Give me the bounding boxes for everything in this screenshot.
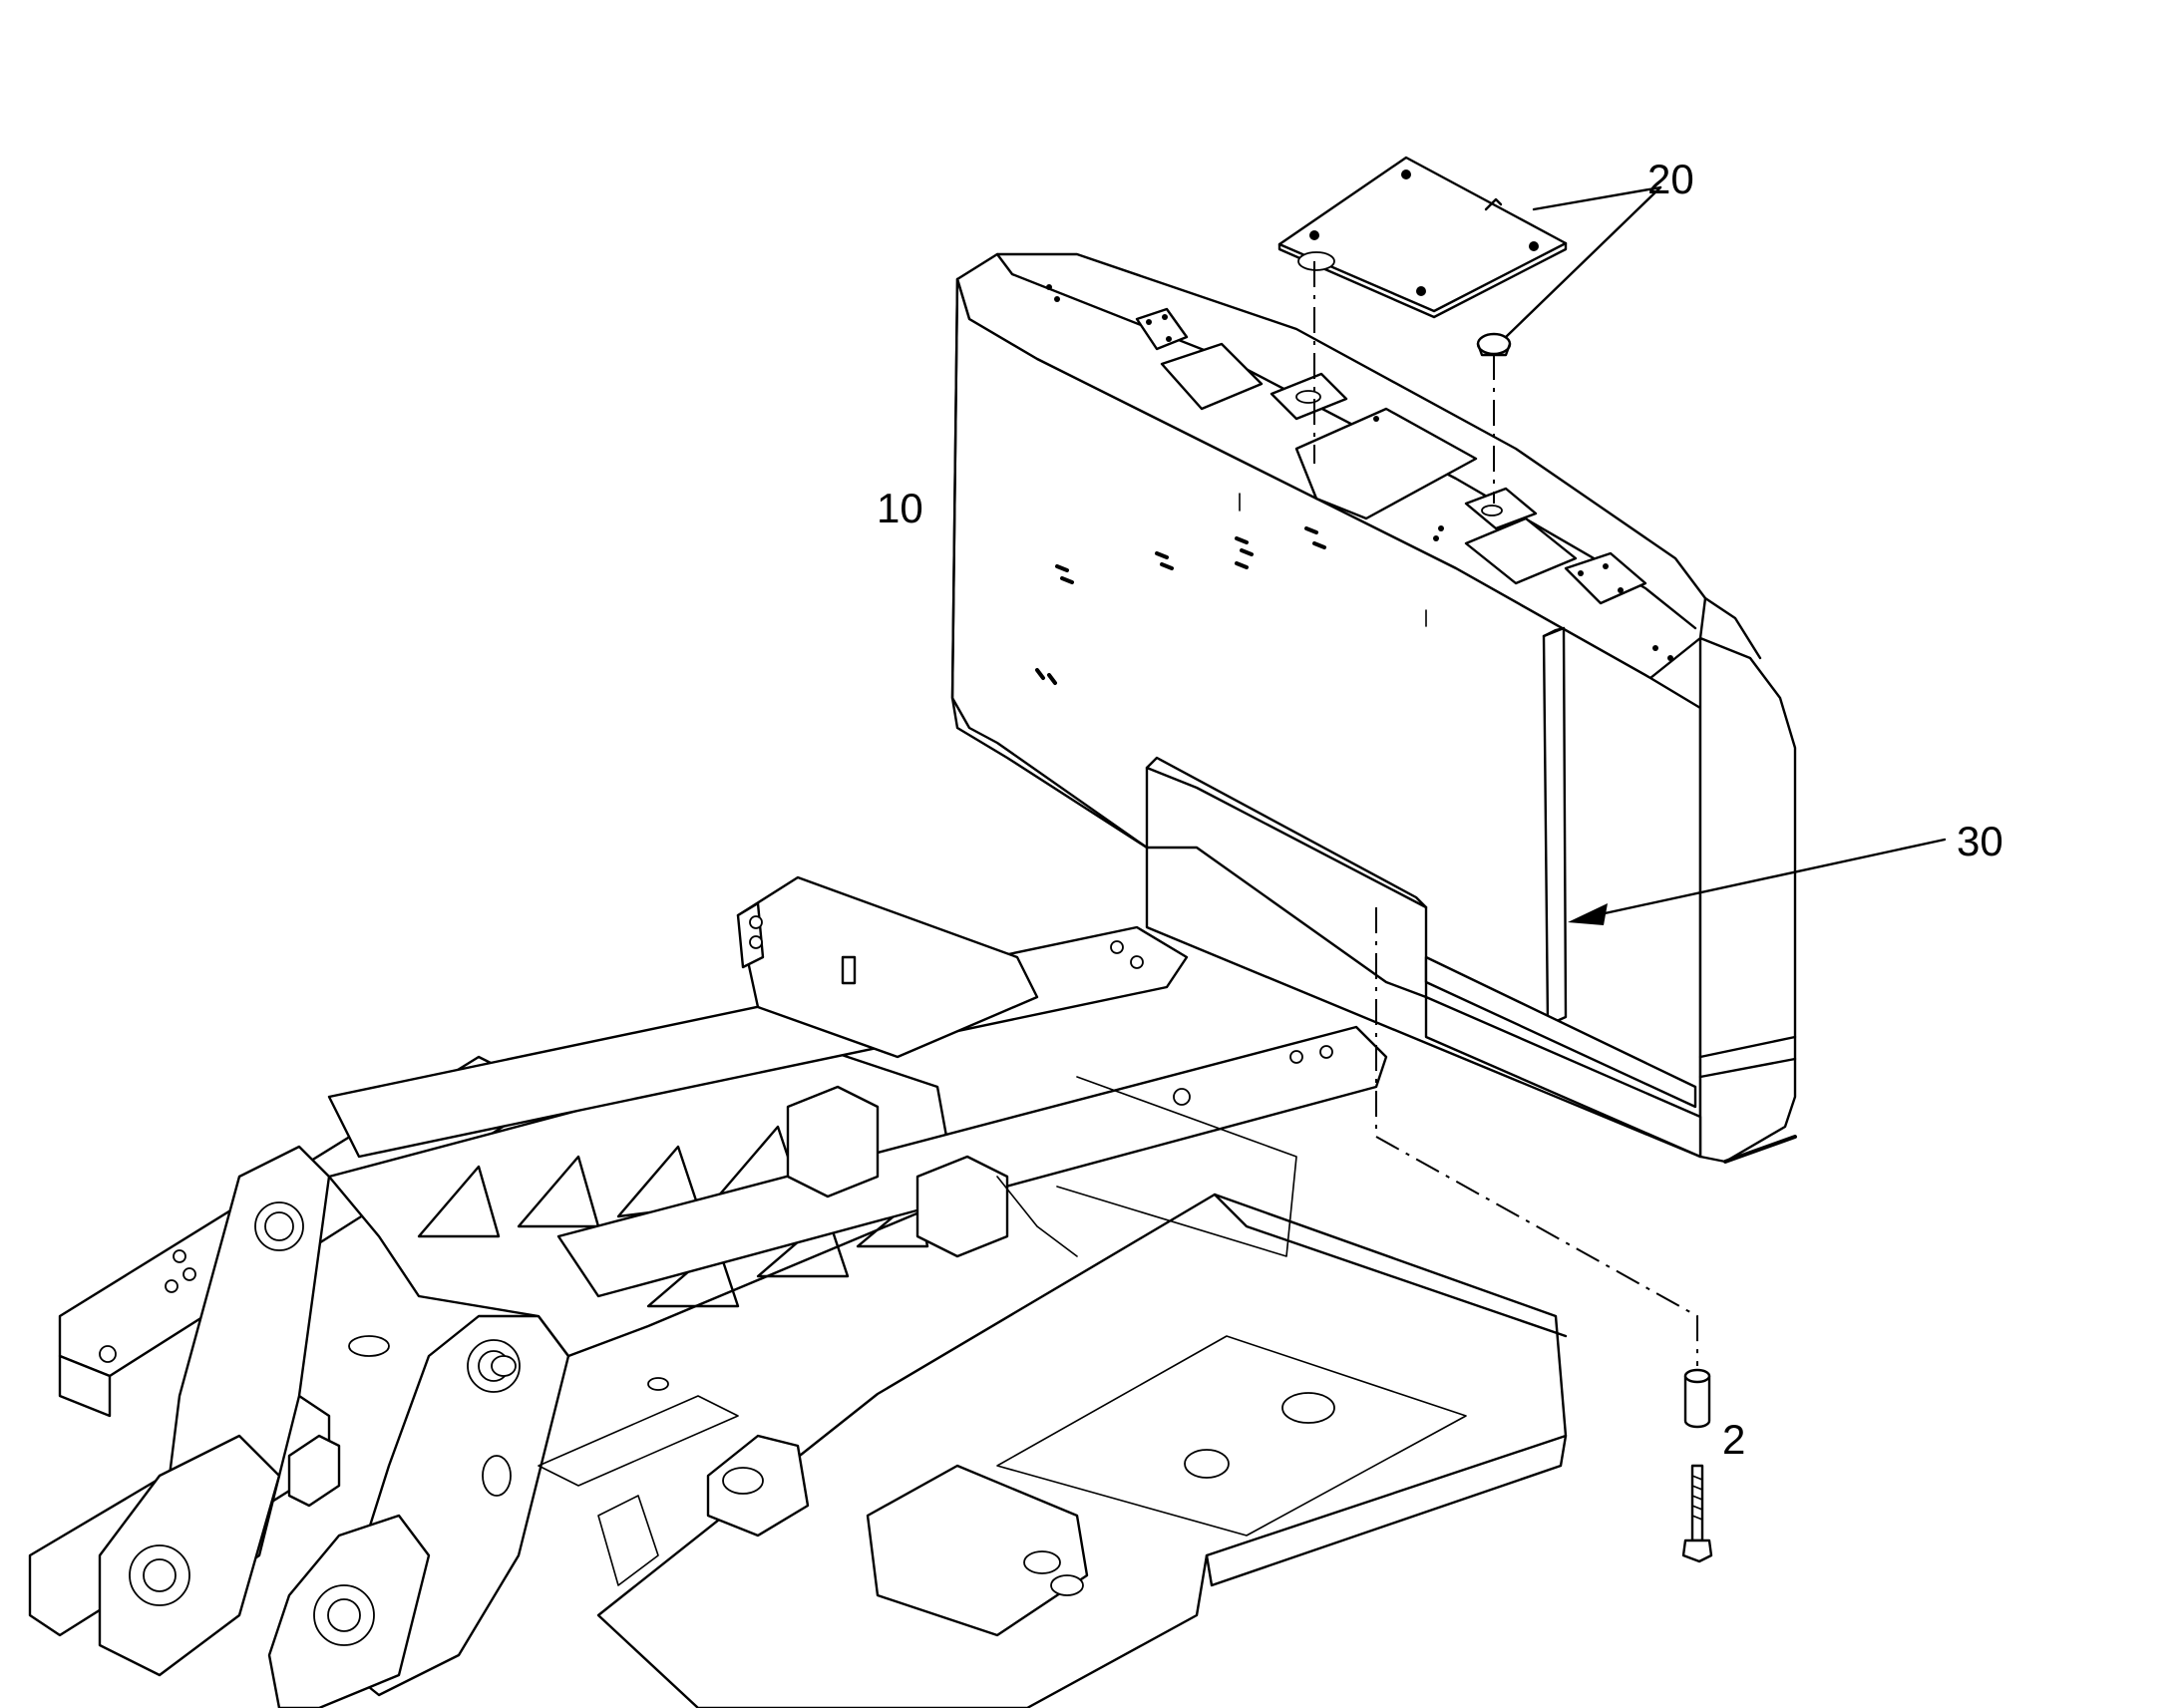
centerlines <box>1313 261 1698 1366</box>
callout-2: 2 <box>1722 1416 1745 1463</box>
cover-plate-and-plug <box>1277 156 1568 357</box>
callout-30: 30 <box>1957 818 2003 864</box>
bolt-and-spacer <box>1681 1368 1713 1563</box>
counterweight-side <box>1698 636 1797 1164</box>
frame-rear-bracket <box>736 875 1039 1059</box>
frame-deck-plate <box>596 1193 1568 1708</box>
spacer <box>1683 1374 1711 1429</box>
bar-strip <box>1424 626 1697 1109</box>
callout-10: 10 <box>877 485 923 531</box>
base-frame <box>28 875 1568 1708</box>
counterweight-notch <box>1145 766 1428 999</box>
leader-lines <box>1504 185 1947 925</box>
callout-20: 20 <box>1647 156 1694 202</box>
counterweight <box>950 252 1797 1164</box>
